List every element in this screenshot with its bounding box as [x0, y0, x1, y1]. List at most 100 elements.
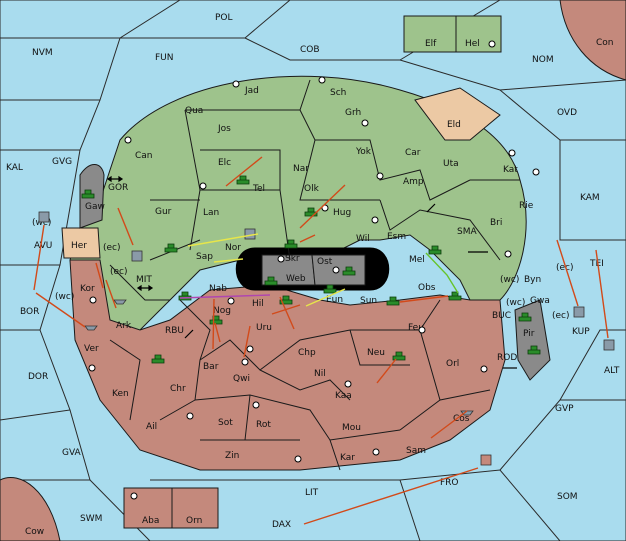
elf-region [403, 15, 457, 53]
supply-center-dot [371, 216, 379, 224]
land-kat-label: Kat [503, 165, 518, 175]
land-yok-label: Yok [355, 147, 372, 157]
order-arrow [213, 258, 244, 263]
sea-rbu-label: RBU [165, 326, 184, 336]
land-her-label: Her [71, 241, 87, 251]
land-feu-label: Feu [408, 323, 424, 333]
order-arrow [299, 234, 316, 243]
supply-center-dot [504, 250, 512, 258]
sea-ovd-label: OVD [557, 108, 577, 118]
order-arrow [299, 184, 346, 229]
sea-labels: POL FUN COB NVM NOM OVD KAL GVG GOR AVU … [6, 13, 620, 530]
sea-pol-label: POL [215, 13, 233, 23]
order-arrow [33, 224, 45, 291]
order-arrow [430, 410, 468, 439]
supply-center-dot [361, 119, 369, 127]
land-amp-label: Amp [403, 177, 424, 187]
land-rie-label: Rie [519, 201, 534, 211]
land-esm-label: Esm [387, 232, 406, 242]
land-zin-label: Zin [225, 451, 239, 461]
coast-tag: (ec) [552, 311, 570, 321]
coast-tag: (ec) [556, 263, 574, 273]
orn-region [171, 487, 219, 529]
connector-arrow [184, 329, 194, 339]
order-arrow [425, 252, 459, 294]
land-web-label: Web [286, 274, 306, 284]
land-cow-label: Cow [25, 527, 44, 537]
land-nab-label: Nab [209, 284, 227, 294]
land-skr-label: Skr [285, 254, 300, 264]
order-arrow [303, 467, 479, 525]
fleet-icon [603, 339, 615, 351]
order-arrow [187, 233, 259, 247]
fleet-icon [38, 211, 50, 223]
land-borders [109, 79, 520, 471]
order-arrow [243, 325, 251, 358]
land-jos-label: Jos [217, 124, 231, 134]
fleet-icon [244, 228, 256, 240]
connectors [106, 175, 517, 369]
coast-tag: (ec) [110, 267, 128, 277]
land-olk-label: Olk [304, 184, 320, 194]
supply-center-dot [372, 448, 380, 456]
land-pir-label: Pir [523, 329, 535, 339]
supply-center-dot [418, 326, 426, 334]
supply-center-dot [480, 365, 488, 373]
land-elc-label: Elc [218, 158, 231, 168]
land-cos-label: Cos [453, 414, 470, 424]
army-icon [392, 351, 406, 361]
supply-center-dot [252, 401, 260, 409]
land-byn-label: Byn [524, 275, 541, 285]
supply-center-dot [318, 76, 326, 84]
sea-rod-label: ROD [497, 353, 517, 363]
order-arrow [179, 294, 271, 299]
land-labels: Jad Sch Qua Jos Grh Eld Can Elc Tel Nar … [25, 38, 614, 537]
sea-fun-label: FUN [155, 53, 174, 63]
fleets [38, 211, 615, 466]
eld-region [414, 87, 501, 141]
sea-swm-label: SWM [80, 514, 102, 524]
order-arrow [214, 322, 221, 343]
supply-center-dot [199, 182, 207, 190]
land-nar-label: Nar [293, 164, 309, 174]
order-arrow [271, 304, 301, 315]
army-icon [342, 266, 356, 276]
land-hel-label: Hel [465, 39, 480, 49]
supply-center-dot [227, 297, 235, 305]
land-chr-label: Chr [170, 384, 186, 394]
sea-nvm-label: NVM [32, 48, 53, 58]
land-can-label: Can [135, 151, 153, 161]
land-car-label: Car [405, 148, 421, 158]
land-qua-label: Qua [185, 106, 203, 116]
land-gaw-label: Gaw [85, 202, 105, 212]
fleet-icon [84, 325, 98, 331]
supply-center-dot [344, 380, 352, 388]
order-arrow [95, 262, 104, 289]
supply-center-dot [532, 168, 540, 176]
coast-tags: (wc) (ec) (ec) (wc) (wc) (ec) (wc) (ec) [32, 218, 574, 321]
army-icon [518, 312, 532, 322]
land-nor-label: Nor [225, 243, 241, 253]
supply-center-dot [294, 455, 302, 463]
order-arrow [399, 295, 449, 303]
land-bri-label: Bri [490, 218, 502, 228]
land-nog-label: Nog [213, 306, 231, 316]
army-icon [151, 354, 165, 364]
sea-dax-label: DAX [272, 520, 291, 530]
army-icon [428, 245, 442, 255]
sea-buc-label: BUC [492, 311, 511, 321]
land-uta-label: Uta [443, 159, 459, 169]
supply-center-dot [376, 172, 384, 180]
order-arrow [556, 239, 579, 307]
land-gwa-label: Gwa [530, 296, 550, 306]
sea-kam-label: KAM [580, 193, 600, 203]
land-tel-label: Tel [252, 184, 265, 194]
land-ver-label: Ver [84, 344, 99, 354]
land-elf-label: Elf [425, 39, 437, 49]
supply-center-dot [246, 345, 254, 353]
supply-center-dot [130, 492, 138, 500]
land-grh-label: Grh [345, 108, 361, 118]
